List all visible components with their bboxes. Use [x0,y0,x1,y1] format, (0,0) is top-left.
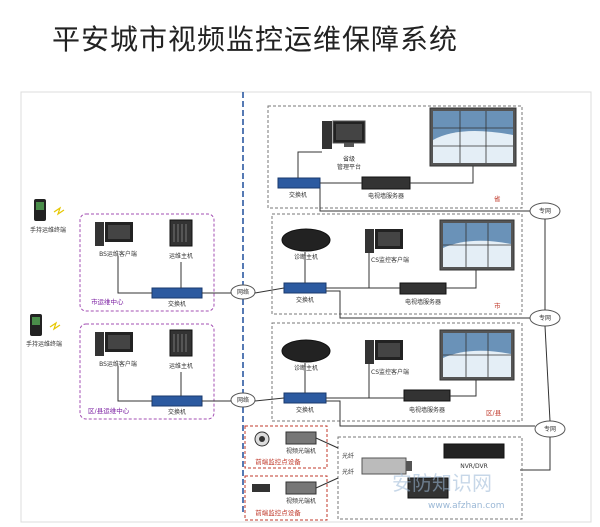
dist-switch-device [283,392,327,404]
line-front-2 [315,477,339,489]
province-wall-server [361,176,411,190]
line-private-2-3 [544,325,551,422]
label-dist-bs-client: BS运维客户端 [99,360,137,368]
label-front-device-1: 前端监控点设备 [255,457,301,466]
line-net-city [254,287,285,294]
city-wall-server [399,282,447,295]
province-platform-pc [322,120,366,149]
label-dist-switch: 交换机 [296,406,314,414]
label-nvr: NVR/DVR [460,463,488,470]
dist-center-line-bs [117,366,152,402]
label-network-2: 网络 [237,396,249,404]
front-storage-device [443,443,505,459]
label-city-cs-client: CS监控客户端 [371,256,409,264]
label-private-net-2: 专网 [539,314,551,322]
label-video-transceiver-2: 视频光端机 [286,497,316,505]
line-city-private [326,290,530,319]
label-dist-tag: 区/县 [486,409,502,417]
label-front-device-2: 前端监控点设备 [255,508,301,517]
label-handheld-top: 手持运维终端 [30,226,66,234]
label-city-tag: 市 [494,301,501,310]
video-transceiver-2-device [285,481,317,495]
front-site-box-1 [244,425,328,469]
dist-ops-host-rack [169,329,193,357]
city-bs-client-pc [95,222,133,246]
city-cs-client-pc [365,229,403,253]
bullet-camera-icon [252,484,270,492]
dist-center-switch [151,395,203,407]
label-fiber-2: 光纤 [342,468,354,476]
label-handheld-bottom: 手持运维终端 [26,340,62,348]
province-switch-device [277,177,321,189]
front-bullet-camera-large [361,457,412,475]
label-prov-platform-1: 省级 [343,155,355,163]
label-video-transceiver-1: 视频光端机 [286,447,316,455]
label-prov-platform-2: 管理平台 [337,163,361,171]
page-title: 平安城市视频监控运维保障系统 [52,23,459,56]
label-city-switch: 交换机 [296,296,314,304]
province-box [267,105,523,209]
label-dist-cs-client: CS监控客户端 [371,368,409,376]
city-ops-center-box [79,213,215,312]
label-dist-ops-center: 区/县运维中心 [88,406,130,415]
district-ops-center-box [79,323,215,420]
label-prov-switch: 交换机 [289,191,307,199]
line-net-dist [254,397,285,402]
city-video-wall [439,219,515,271]
video-transceiver-1-device [285,431,317,445]
dist-bs-client-pc [95,332,133,356]
label-dist-wall-server: 电视墙服务器 [409,406,445,414]
dist-wall-server [403,389,451,402]
label-private-net-3: 专网 [544,425,556,433]
city-line-wall [446,270,477,289]
front-nvr-device [407,477,449,499]
label-city-center-switch: 交换机 [168,300,186,308]
dist-video-wall [439,329,515,381]
network-cloud-1 [230,284,256,300]
label-prov-tag: 省 [494,194,501,203]
prov-line-wall [410,166,474,184]
dist-diag-host-device [281,339,331,363]
city-switch-device [283,282,327,294]
dist-cs-client-pc [365,340,403,364]
label-city-bs-client: BS运维客户端 [99,250,137,258]
handheld-terminal-bottom [30,314,61,336]
prov-line-pc [297,151,322,178]
front-site-box-2 [244,475,328,521]
line-prov-private [319,188,530,212]
label-prov-wall-server: 电视墙服务器 [368,192,404,200]
watermark-text: 安防知识网 [392,471,492,495]
city-box [271,213,523,315]
label-dist-center-switch: 交换机 [168,408,186,416]
dist-line-wall [450,380,477,397]
label-city-diag-host: 诊断主机 [294,253,318,261]
city-center-switch [151,287,203,299]
label-dist-diag-host: 诊断主机 [294,364,318,372]
city-diag-host-device [281,228,331,252]
label-dist-ops-host: 运维主机 [169,362,193,370]
handheld-terminal-top [34,199,65,221]
line-dist-private [326,400,535,427]
label-private-net-1: 专网 [539,207,551,215]
label-fiber-1: 光纤 [342,452,354,460]
district-box [271,322,523,422]
watermark-url: www.afzhan.com [428,501,505,511]
label-city-wall-server: 电视墙服务器 [405,298,441,306]
label-city-ops-center: 市运维中心 [91,297,124,306]
city-center-line-bs [117,256,152,294]
label-city-ops-host: 运维主机 [169,252,193,260]
label-network-1: 网络 [237,288,249,296]
line-private-front [520,437,551,471]
line-front-1 [315,437,339,449]
city-ops-host-rack [169,219,193,247]
province-video-wall [429,107,517,167]
network-cloud-2 [230,392,256,408]
